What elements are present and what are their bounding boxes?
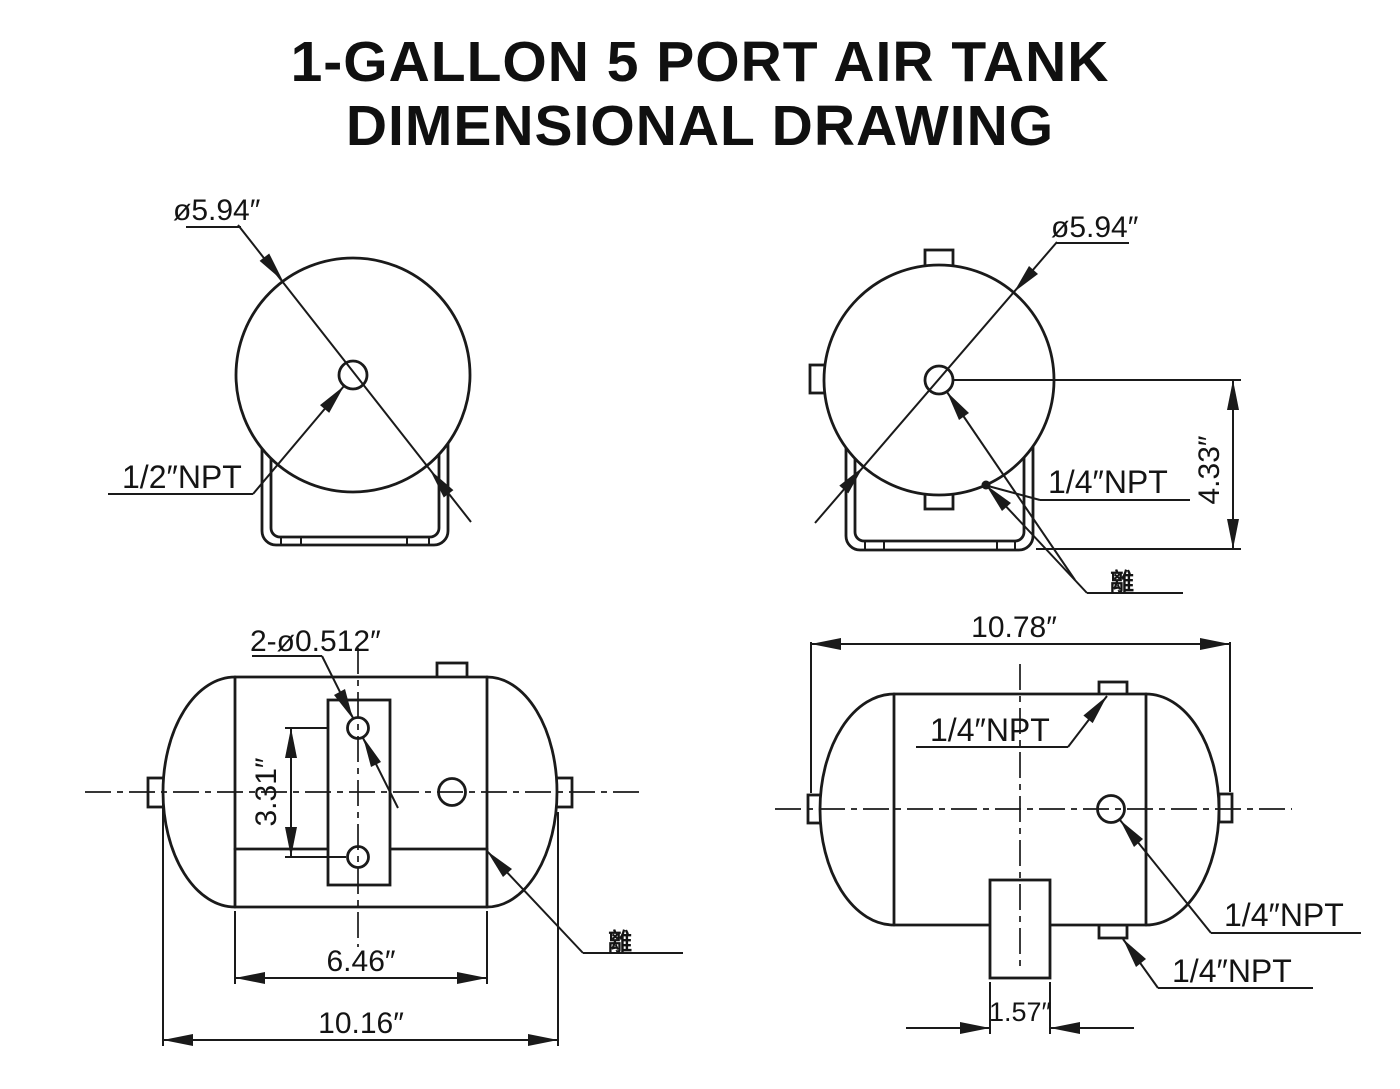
top-port-label: 1/4″NPT bbox=[930, 712, 1050, 748]
arrowhead bbox=[363, 737, 381, 767]
cjk-annotation-glyph: 離 bbox=[608, 928, 632, 956]
arrowhead bbox=[986, 485, 1011, 511]
view-rear-end: ø5.94″ 1/4″NPT 離 4.33″ bbox=[808, 211, 1241, 596]
bottom-port-label: 1/4″NPT bbox=[1172, 953, 1292, 989]
arrowhead bbox=[1083, 696, 1107, 724]
arrowhead bbox=[457, 972, 487, 984]
arrowhead bbox=[430, 470, 454, 498]
leader-center-port: 1/2″NPT bbox=[108, 385, 345, 495]
arrowhead bbox=[259, 253, 283, 281]
arrowhead bbox=[1200, 638, 1230, 650]
diameter-label: ø5.94″ bbox=[1051, 211, 1139, 244]
dim-overall-length: 10.16″ bbox=[162, 798, 559, 1046]
dim-cylinder-length: 6.46″ bbox=[234, 911, 488, 984]
arrowhead bbox=[1050, 1022, 1080, 1034]
cjk-annotation-glyph: 離 bbox=[1110, 568, 1134, 596]
overall-length-label: 10.16″ bbox=[318, 1007, 404, 1040]
side-port-label: 1/4″NPT bbox=[1224, 897, 1344, 933]
leader-side-port: 1/4″NPT bbox=[1119, 819, 1361, 934]
arrowhead bbox=[235, 972, 265, 984]
arrowhead bbox=[960, 1022, 990, 1034]
dim-diameter: ø5.94″ bbox=[173, 194, 472, 523]
arrowhead bbox=[528, 1034, 558, 1046]
view-side: 10.78″ 1/4″NPT 1/4″NPT 1/4″NPT bbox=[775, 611, 1361, 1034]
dim-diameter: ø5.94″ bbox=[814, 211, 1139, 524]
diameter-label: ø5.94″ bbox=[173, 194, 261, 227]
height-label: 4.33″ bbox=[1193, 435, 1226, 504]
arrowhead bbox=[1014, 266, 1038, 292]
overall-length-label: 10.78″ bbox=[971, 611, 1057, 644]
bottom-port-tab bbox=[1097, 923, 1129, 940]
arrowhead bbox=[334, 689, 353, 719]
arrowhead bbox=[1227, 380, 1239, 410]
dim-mounting-holes: 2-ø0.512″ bbox=[250, 625, 399, 809]
arrowhead bbox=[285, 827, 297, 857]
bracket-feet bbox=[280, 537, 430, 545]
drain-width-label: 1.57″ bbox=[989, 997, 1052, 1027]
drawing-title-line2: DIMENSIONAL DRAWING bbox=[345, 94, 1055, 158]
view-top: 2-ø0.512″ 3.31″ 6.46″ 10.16″ bbox=[85, 625, 683, 1046]
drawing-title-line1: 1-GALLON 5 PORT AIR TANK bbox=[290, 30, 1110, 94]
arrowhead bbox=[811, 638, 841, 650]
arrowhead bbox=[285, 728, 297, 758]
arrowhead bbox=[320, 386, 344, 413]
side-port-label: 1/4″NPT bbox=[1048, 464, 1168, 500]
arrowhead bbox=[1120, 820, 1143, 847]
arrowhead bbox=[1123, 939, 1146, 967]
drawing-title: 1-GALLON 5 PORT AIR TANK DIMENSIONAL DRA… bbox=[0, 30, 1400, 158]
dim-drain-width: 1.57″ bbox=[906, 982, 1134, 1034]
center-port-label: 1/2″NPT bbox=[122, 459, 242, 495]
dim-overall-length: 10.78″ bbox=[810, 611, 1231, 793]
dim-height: 4.33″ bbox=[953, 379, 1241, 550]
holes-label: 2-ø0.512″ bbox=[250, 625, 381, 658]
arrowhead bbox=[839, 467, 863, 494]
bracket-feet bbox=[864, 541, 1016, 550]
leader-bracket-annotation: 離 bbox=[486, 850, 683, 956]
arrowhead bbox=[1227, 519, 1239, 549]
cylinder-length-label: 6.46″ bbox=[326, 945, 395, 978]
leader-side-port: 1/4″NPT bbox=[981, 464, 1190, 501]
arrowhead bbox=[487, 851, 512, 877]
arrowhead bbox=[947, 392, 969, 420]
leader-center-annotation: 離 bbox=[946, 391, 1183, 596]
right-end-port-tab bbox=[1217, 792, 1234, 824]
arrowhead bbox=[163, 1034, 193, 1046]
leader-bottom-port: 1/4″NPT bbox=[1122, 938, 1313, 989]
leader-top-port: 1/4″NPT bbox=[916, 695, 1108, 748]
dim-hole-spacing: 3.31″ bbox=[250, 727, 346, 858]
view-front-end: ø5.94″ 1/2″NPT bbox=[108, 194, 472, 547]
hole-spacing-label: 3.31″ bbox=[250, 757, 283, 826]
